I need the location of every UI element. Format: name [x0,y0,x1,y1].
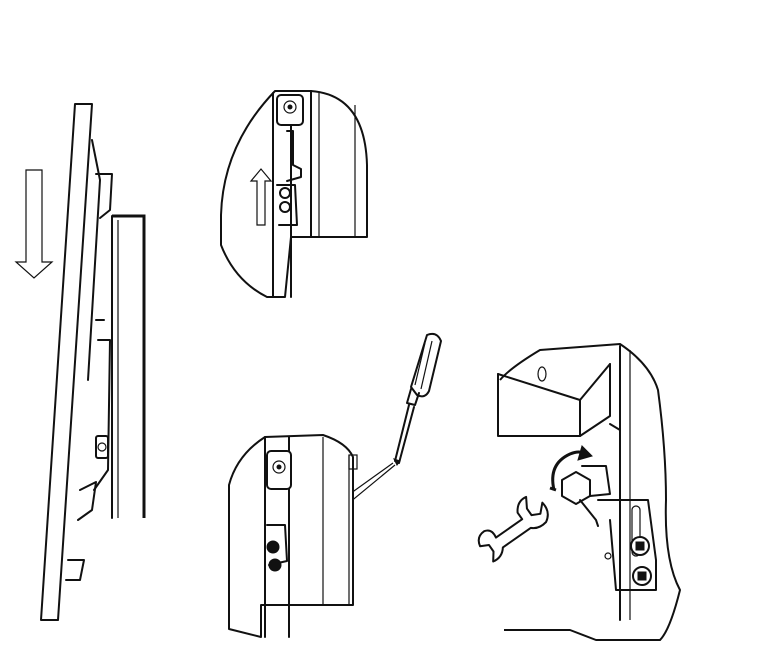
panel-hook-detail-raise [215,85,375,305]
panel-screw-lock-detail [225,325,450,645]
lock-screw [266,524,288,572]
hex-nut [561,465,611,527]
screwdriver-icon [393,332,442,466]
tv-panel [40,103,113,621]
up-arrow-icon [249,168,273,226]
panel-tv-side-view [0,90,170,650]
tv-bracket [65,319,111,581]
wall-plate [111,214,146,519]
wrench-icon [477,495,549,563]
rotation-arrow-icon [549,445,593,492]
hook [276,130,302,226]
panel-bolt-tighten-detail [470,340,770,645]
top-screw [276,94,304,126]
bolt-lower [632,566,652,586]
top-screw [266,450,292,490]
bolt-upper [630,536,650,556]
down-arrow-icon [14,169,54,279]
